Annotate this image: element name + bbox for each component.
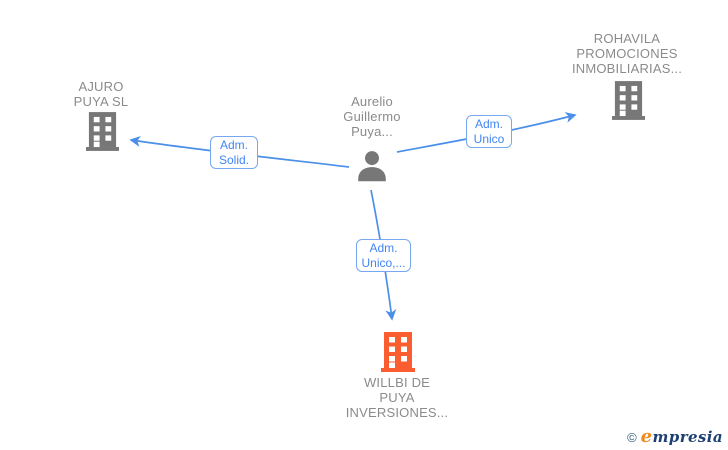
logo-rest: mpresia	[652, 428, 723, 446]
company-name-line: PUYA	[379, 390, 415, 405]
company-node-willbi-label[interactable]: WILLBI DE PUYA INVERSIONES...	[337, 375, 457, 420]
company-node-rohavila-label[interactable]: ROHAVILA PROMOCIONES INMOBILIARIAS...	[547, 31, 707, 76]
edge-role-line: Adm.	[219, 137, 248, 152]
edge-role-line: Solid.	[218, 152, 250, 167]
person-node-label[interactable]: Aurelio Guillermo Puya...	[312, 94, 432, 139]
edge-label-adm-unico[interactable]: Adm. Unico	[466, 115, 512, 148]
building-icon[interactable]	[612, 81, 645, 120]
person-name-line: Puya...	[351, 124, 393, 139]
empresia-watermark[interactable]: © empresia	[627, 426, 723, 447]
edge-role-line: Unico,...	[361, 255, 406, 270]
edge-role-line: Unico	[473, 131, 505, 146]
company-name-line: INMOBILIARIAS...	[571, 61, 683, 76]
person-name-line: Guillermo	[343, 109, 401, 124]
logo-initial: e	[640, 426, 653, 447]
person-name-line: Aurelio	[351, 94, 393, 109]
company-name-line: PUYA SL	[73, 94, 129, 109]
empresia-logo: empresia	[641, 426, 723, 447]
person-icon[interactable]	[353, 148, 391, 186]
company-name-line: PROMOCIONES	[576, 46, 678, 61]
company-name-line: AJURO	[78, 79, 124, 94]
copyright-icon: ©	[627, 430, 637, 445]
edge-role-line: Adm.	[474, 116, 503, 131]
building-icon[interactable]	[381, 332, 415, 372]
company-name-line: ROHAVILA	[593, 31, 661, 46]
edge-label-adm-solid[interactable]: Adm. Solid.	[210, 136, 258, 169]
edge-label-adm-unico-etc[interactable]: Adm. Unico,...	[356, 239, 411, 272]
company-node-ajuro-label[interactable]: AJURO PUYA SL	[41, 79, 161, 109]
company-name-line: WILLBI DE	[363, 375, 431, 390]
company-name-line: INVERSIONES...	[345, 405, 449, 420]
edge-role-line: Adm.	[369, 240, 398, 255]
building-icon[interactable]	[86, 112, 119, 151]
